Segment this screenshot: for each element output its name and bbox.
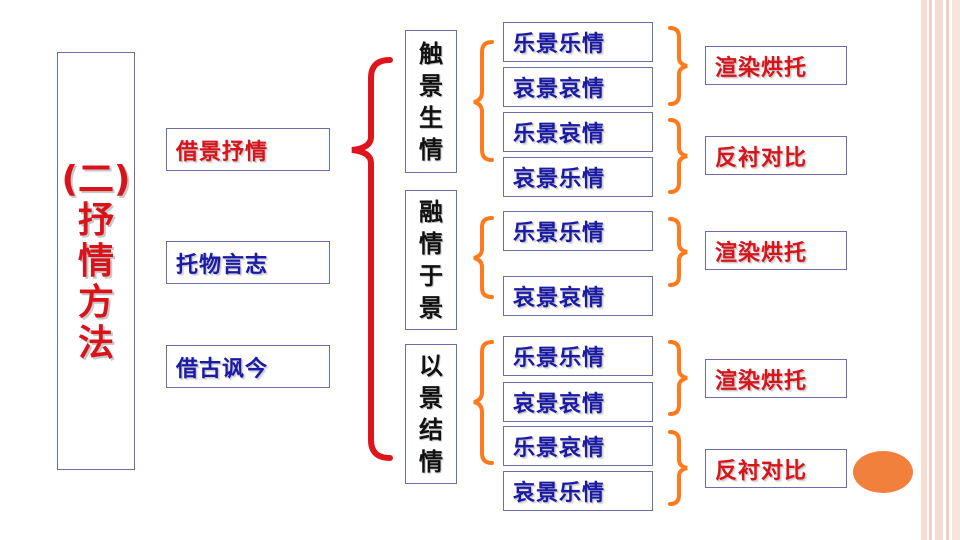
side-stripe [946, 0, 949, 540]
brace-red-large [351, 57, 393, 461]
group-char: 以 [419, 352, 443, 380]
side-stripe [952, 0, 960, 540]
group-char: 情 [419, 448, 443, 476]
title-char: 方 [77, 281, 114, 323]
effect-label: 反衬对比 [715, 458, 808, 484]
side-stripe [929, 0, 932, 540]
brace-orange-right [668, 430, 688, 506]
effect-label: 渲染烘托 [715, 368, 808, 394]
group-char: 融 [419, 198, 443, 226]
group-char: 景 [419, 294, 443, 322]
brace-orange-left [473, 340, 494, 465]
side-stripe [921, 0, 927, 540]
emotion-label: 乐景乐情 [513, 346, 606, 371]
brace-orange-right [668, 118, 688, 194]
emotion-label: 哀景哀情 [513, 286, 606, 311]
group-char: 触 [419, 39, 443, 68]
group-char: 景 [419, 384, 443, 412]
method-box: 借景抒情 [166, 128, 330, 171]
emotion-box: 乐景哀情 [503, 426, 653, 466]
title-text: (二) 抒 情 方 法 [58, 53, 134, 469]
method-label: 借古讽今 [176, 356, 269, 382]
brace-orange-left [473, 40, 494, 162]
title-char: 法 [77, 322, 114, 364]
effect-label: 渲染烘托 [715, 240, 808, 266]
side-stripe [935, 0, 943, 540]
emotion-label: 哀景乐情 [513, 167, 606, 192]
effect-box: 反衬对比 [705, 449, 847, 488]
emotion-box: 哀景乐情 [503, 471, 653, 511]
brace-orange-left [473, 216, 494, 299]
group-box: 以 景 结 情 [405, 344, 457, 484]
method-box: 托物言志 [166, 241, 330, 284]
method-box: 借古讽今 [166, 345, 330, 388]
group-char: 生 [419, 103, 443, 132]
emotion-box: 乐景乐情 [503, 211, 653, 251]
emotion-box: 哀景哀情 [503, 276, 653, 316]
emotion-label: 乐景乐情 [513, 221, 606, 246]
emotion-label: 乐景哀情 [513, 436, 606, 461]
group-box: 融 情 于 景 [405, 190, 457, 330]
effect-box: 渲染烘托 [705, 46, 847, 85]
method-label: 托物言志 [176, 252, 269, 278]
emotion-label: 哀景哀情 [513, 392, 606, 417]
group-char: 结 [419, 416, 443, 444]
group-char: 于 [419, 262, 443, 290]
emotion-label: 哀景乐情 [513, 481, 606, 506]
title-box: (二) 抒 情 方 法 [57, 52, 135, 470]
group-char: 情 [419, 230, 443, 258]
accent-circle [853, 451, 913, 493]
emotion-box: 乐景哀情 [503, 112, 653, 152]
group-char: 情 [419, 135, 443, 164]
emotion-box: 哀景哀情 [503, 382, 653, 422]
emotion-box: 哀景乐情 [503, 157, 653, 197]
effect-box: 渲染烘托 [705, 359, 847, 398]
title-char: 情 [77, 240, 114, 282]
brace-orange-right [668, 26, 688, 106]
emotion-box: 乐景乐情 [503, 336, 653, 376]
brace-orange-right [668, 217, 688, 287]
effect-label: 渲染烘托 [715, 55, 808, 81]
group-box: 触 景 生 情 [405, 30, 457, 173]
title-char: (二) [61, 158, 131, 200]
emotion-box: 乐景乐情 [503, 22, 653, 62]
effect-box: 渲染烘托 [705, 231, 847, 270]
emotion-label: 乐景乐情 [513, 32, 606, 57]
group-char: 景 [419, 71, 443, 100]
emotion-box: 哀景哀情 [503, 67, 653, 107]
effect-box: 反衬对比 [705, 136, 847, 175]
effect-label: 反衬对比 [715, 145, 808, 171]
emotion-label: 哀景哀情 [513, 77, 606, 102]
emotion-label: 乐景哀情 [513, 122, 606, 147]
title-char: 抒 [77, 199, 114, 241]
brace-orange-right [668, 340, 688, 416]
method-label: 借景抒情 [176, 139, 269, 165]
